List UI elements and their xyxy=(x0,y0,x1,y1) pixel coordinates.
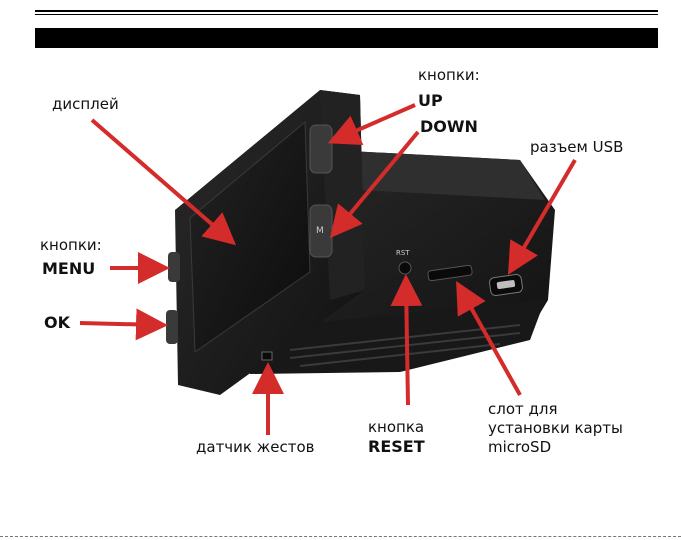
rst-mark: RST xyxy=(396,249,410,257)
menu-button xyxy=(168,252,180,282)
label-slot-line3: microSD xyxy=(488,438,551,456)
label-down: DOWN xyxy=(420,118,478,136)
arrow-display xyxy=(92,120,230,240)
label-reset-line2: RESET xyxy=(368,438,425,456)
label-buttons-left: кнопки: xyxy=(40,236,102,254)
label-usb: разъем USB xyxy=(530,138,623,156)
gesture-sensor xyxy=(262,352,272,360)
bottom-rule xyxy=(0,536,681,537)
label-up: UP xyxy=(418,92,443,110)
label-reset-line1: кнопка xyxy=(368,418,424,436)
reset-hole xyxy=(399,262,411,274)
arrow-reset xyxy=(406,282,408,405)
arrow-ok xyxy=(80,323,160,325)
label-slot-line1: слот для xyxy=(488,400,558,418)
m-mark: M xyxy=(316,226,324,236)
label-menu: MENU xyxy=(42,260,95,278)
label-slot-line2: установки карты xyxy=(488,419,623,437)
ok-button xyxy=(166,310,178,344)
label-buttons-top: кнопки: xyxy=(418,66,480,84)
label-ok: OK xyxy=(44,314,70,332)
label-display: дисплей xyxy=(52,95,119,113)
up-down-button xyxy=(310,125,332,173)
label-sensor: датчик жестов xyxy=(196,438,314,456)
